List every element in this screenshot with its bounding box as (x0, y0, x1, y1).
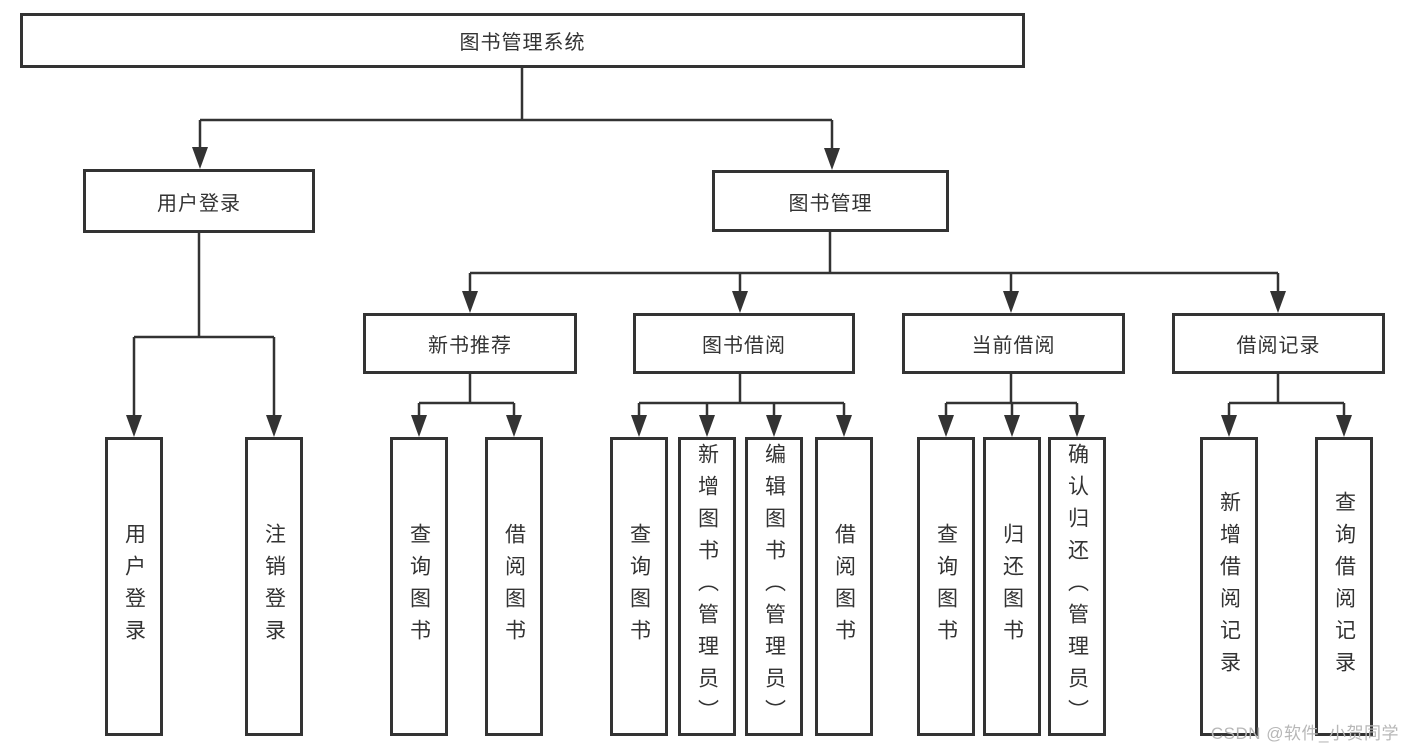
node-label: 当前借阅 (971, 335, 1056, 357)
leaf-add-book-admin: 新增图书（管理员） (678, 437, 736, 736)
leaf-borrow-books-recommend: 借阅图书 (485, 437, 543, 736)
node-label: 查询图书 (407, 522, 431, 651)
leaf-logout: 注销登录 (245, 437, 303, 736)
node-label: 新增借阅记录 (1217, 490, 1241, 683)
leaf-return-book: 归还图书 (983, 437, 1041, 736)
csdn-watermark: CSDN @软件_小贺同学 (1210, 724, 1399, 743)
leaf-query-borrow-record: 查询借阅记录 (1315, 437, 1373, 736)
node-label: 借阅图书 (832, 522, 856, 651)
node-label: 新增图书（管理员） (695, 442, 719, 731)
node-label: 归还图书 (1000, 522, 1024, 651)
node-label: 注销登录 (262, 522, 286, 651)
node-book-management: 图书管理 (712, 170, 949, 232)
node-label: 借阅图书 (502, 522, 526, 651)
node-label: 用户登录 (122, 522, 146, 651)
leaf-add-borrow-record: 新增借阅记录 (1200, 437, 1258, 736)
node-label: 图书管理系统 (459, 32, 586, 54)
leaf-query-books-recommend: 查询图书 (390, 437, 448, 736)
node-library-management-system: 图书管理系统 (20, 13, 1025, 68)
leaf-query-books-borrow: 查询图书 (610, 437, 668, 736)
node-label: 图书借阅 (702, 335, 786, 357)
node-label: 查询图书 (934, 522, 958, 651)
node-book-borrow: 图书借阅 (633, 313, 855, 374)
leaf-confirm-return-admin: 确认归还（管理员） (1048, 437, 1106, 736)
node-label: 图书管理 (788, 192, 873, 215)
node-user-login: 用户登录 (83, 169, 315, 233)
node-current-borrow: 当前借阅 (902, 313, 1125, 374)
node-label: 查询图书 (627, 522, 651, 651)
node-label: 用户登录 (157, 192, 241, 215)
leaf-user-login: 用户登录 (105, 437, 163, 736)
arrowheads (126, 147, 1352, 437)
node-label: 新书推荐 (428, 335, 512, 357)
leaf-query-books-current: 查询图书 (917, 437, 975, 736)
node-label: 查询借阅记录 (1332, 490, 1356, 683)
leaf-edit-book-admin: 编辑图书（管理员） (745, 437, 803, 736)
tree-edges (132, 68, 1346, 417)
node-new-book-recommend: 新书推荐 (363, 313, 577, 374)
node-label: 确认归还（管理员） (1065, 442, 1089, 731)
node-label: 借阅记录 (1236, 335, 1321, 357)
node-borrow-records: 借阅记录 (1172, 313, 1385, 374)
node-label: 编辑图书（管理员） (762, 442, 786, 731)
leaf-borrow-books: 借阅图书 (815, 437, 873, 736)
